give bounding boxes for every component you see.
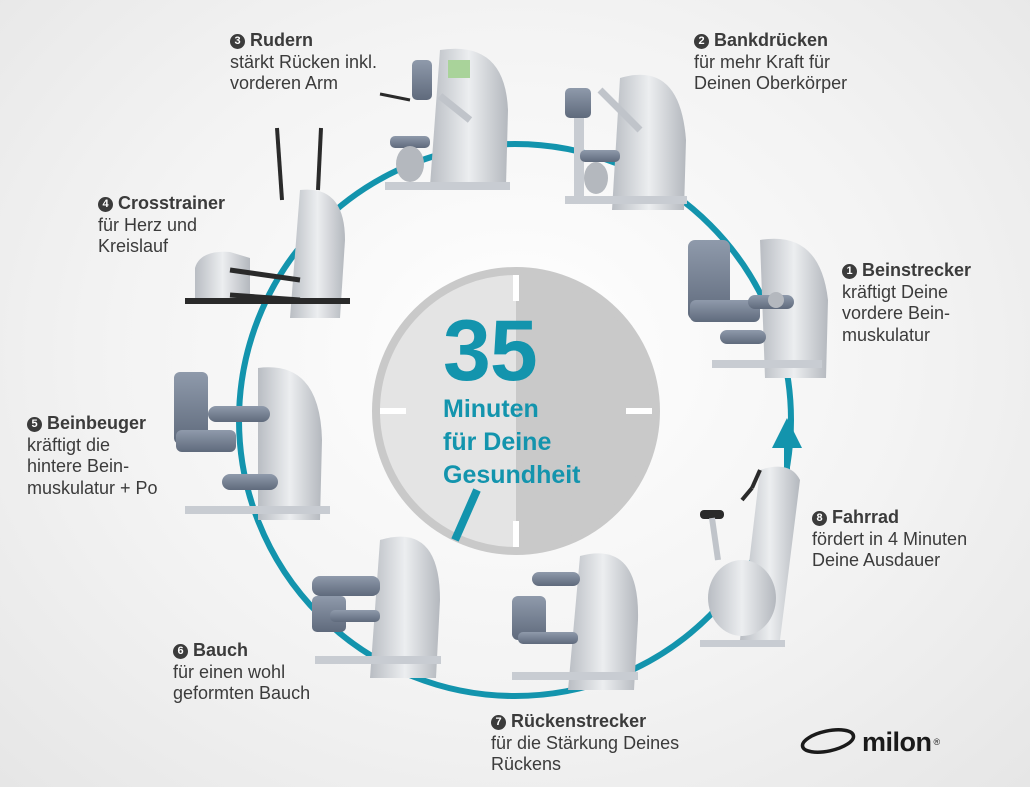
station-title: Rückenstrecker <box>511 711 647 731</box>
station-number-badge: 7 <box>491 715 506 730</box>
center-line-2: für Deine <box>443 428 552 456</box>
station-desc-line: vorderen Arm <box>230 73 339 93</box>
minutes-number: 35 <box>443 303 538 399</box>
station-number-badge: 4 <box>98 197 113 212</box>
leg-extension-machine-icon <box>688 238 828 378</box>
clock-icon <box>372 267 660 555</box>
station-title: Crosstrainer <box>118 193 226 213</box>
station-title: Beinstrecker <box>862 260 972 280</box>
station-1-label: 1 Beinstrecker kräftigt Deine vordere Bei… <box>842 260 971 346</box>
station-title: Bauch <box>193 640 249 660</box>
station-number-badge: 6 <box>173 644 188 659</box>
center-caption: Minuten für Deine Gesundheit <box>443 393 643 492</box>
station-number-badge: 1 <box>842 264 857 279</box>
station-desc-line: fördert in 4 Minuten <box>812 528 968 549</box>
station-number-badge: 5 <box>27 417 42 432</box>
station-title: Beinbeuger <box>47 413 147 433</box>
station-desc-line: muskulatur <box>842 324 931 345</box>
station-desc-line: vordere Bein- <box>842 303 951 323</box>
center-line-3: Gesundheit <box>443 461 581 489</box>
chest-press-machine-icon <box>565 74 687 210</box>
brand-name: milon <box>862 726 932 757</box>
station-5-label: 5 Beinbeuger kräftigt die hintere Bein- m… <box>27 413 158 499</box>
station-desc-line: Deine Ausdauer <box>812 550 941 570</box>
station-desc-line: Deinen Oberkörper <box>694 73 848 93</box>
abdominal-machine-icon <box>312 536 441 678</box>
station-number-badge: 8 <box>812 511 827 526</box>
rowing-machine-icon <box>379 48 510 190</box>
brand-logo: milon® <box>800 727 940 757</box>
station-8-label: 8 Fahrrad fördert in 4 Minuten Deine Ausd… <box>812 507 967 572</box>
station-desc-line: Rückens <box>491 754 562 774</box>
station-desc-line: geformten Bauch <box>173 683 311 703</box>
station-title: Fahrrad <box>832 507 900 527</box>
cross-trainer-machine-icon <box>185 127 350 318</box>
milon-logo-icon <box>800 728 856 754</box>
station-desc-line: muskulatur + Po <box>27 477 158 498</box>
station-4-label: 4 Crosstrainer für Herz und Kreislauf <box>98 193 225 258</box>
station-desc-line: hintere Bein- <box>27 456 130 476</box>
back-extension-machine-icon <box>512 553 639 690</box>
center-line-1: Minuten <box>443 395 539 423</box>
exercise-bike-machine-icon <box>700 466 800 647</box>
station-desc-line: für Herz und <box>98 214 198 235</box>
ring-arrow-head <box>772 418 802 448</box>
brand-reg-mark: ® <box>933 737 941 747</box>
station-number-badge: 2 <box>694 34 709 49</box>
station-3-label: 3 Rudern stärkt Rücken inkl. vorderen Arm <box>230 30 377 95</box>
station-title: Bankdrücken <box>714 30 829 50</box>
station-desc-line: kräftigt die <box>27 434 111 455</box>
station-desc-line: stärkt Rücken inkl. <box>230 51 378 72</box>
station-desc-line: kräftigt Deine <box>842 281 949 302</box>
station-desc-line: für einen wohl <box>173 661 286 682</box>
station-desc-line: für die Stärkung Deines <box>491 732 680 753</box>
station-6-label: 6 Bauch für einen wohl geformten Bauch <box>173 640 310 705</box>
station-number-badge: 3 <box>230 34 245 49</box>
station-title: Rudern <box>250 30 313 50</box>
station-2-label: 2 Bankdrücken für mehr Kraft für Deinen O… <box>694 30 847 95</box>
leg-curl-machine-icon <box>174 367 330 520</box>
station-desc-line: Kreislauf <box>98 236 169 256</box>
station-desc-line: für mehr Kraft für <box>694 51 831 72</box>
